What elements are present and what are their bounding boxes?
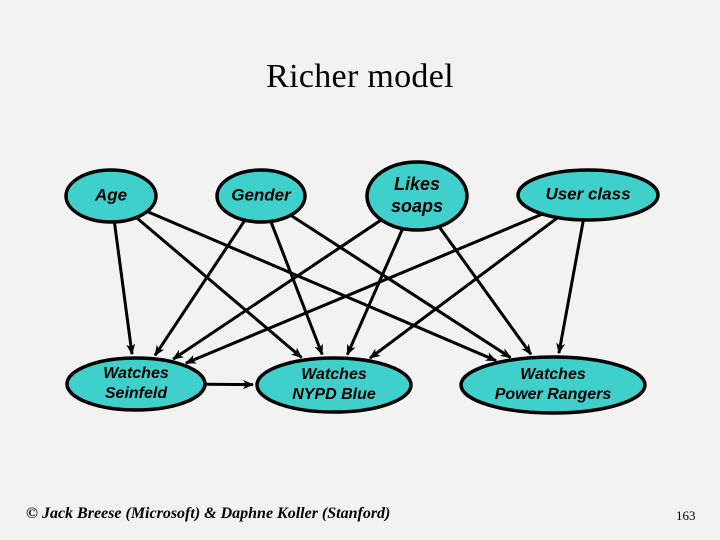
node-age[interactable]: Age [64, 168, 158, 224]
node-label-age: Age [94, 185, 127, 204]
edge-gender-to-watches-seinfeld [153, 219, 247, 357]
node-label-watches-power-rangers: Watches [520, 366, 586, 383]
node-user-class[interactable]: User class [516, 168, 660, 222]
node-shape-likes-soaps [365, 160, 469, 232]
node-gender[interactable]: Gender [215, 168, 307, 224]
edges-layer [112, 210, 585, 390]
node-shape-user-class [516, 168, 660, 222]
node-shape-gender [215, 168, 307, 224]
node-label-likes-soaps: Likes [394, 174, 440, 194]
page-title: Richer model [266, 58, 454, 95]
footer-credit: © Jack Breese (Microsoft) & Daphne Kolle… [26, 505, 391, 522]
node-label-watches-seinfeld: Seinfeld [105, 385, 168, 402]
node-shape-watches-seinfeld [65, 356, 207, 412]
edge-user-class-to-watches-nypd-blue [369, 216, 559, 360]
node-label-gender: Gender [231, 185, 292, 204]
node-shape-watches-nypd-blue [255, 356, 413, 414]
node-shape-age [64, 168, 158, 224]
node-shape-watches-power-rangers [459, 355, 647, 415]
node-label-watches-power-rangers: Power Rangers [495, 386, 612, 403]
node-label-likes-soaps: soaps [391, 196, 443, 216]
edge-gender-to-watches-nypd-blue [269, 220, 324, 356]
edge-user-class-to-watches-power-rangers [556, 219, 585, 355]
edge-age-to-watches-nypd-blue [135, 216, 303, 359]
node-label-watches-nypd-blue: NYPD Blue [292, 386, 376, 403]
node-label-watches-seinfeld: Watches [103, 365, 169, 382]
node-label-watches-nypd-blue: Watches [301, 366, 367, 383]
edge-likes-soaps-to-watches-power-rangers [437, 225, 533, 356]
edge-user-class-to-watches-seinfeld [184, 212, 544, 365]
edge-age-to-watches-seinfeld [112, 221, 136, 356]
edge-likes-soaps-to-watches-nypd-blue [345, 227, 405, 356]
edge-age-to-watches-power-rangers [146, 210, 497, 362]
edge-likes-soaps-to-watches-seinfeld [172, 218, 383, 361]
page-number: 163 [676, 508, 696, 523]
edge-gender-to-watches-power-rangers [289, 213, 512, 359]
node-label-user-class: User class [545, 184, 630, 203]
